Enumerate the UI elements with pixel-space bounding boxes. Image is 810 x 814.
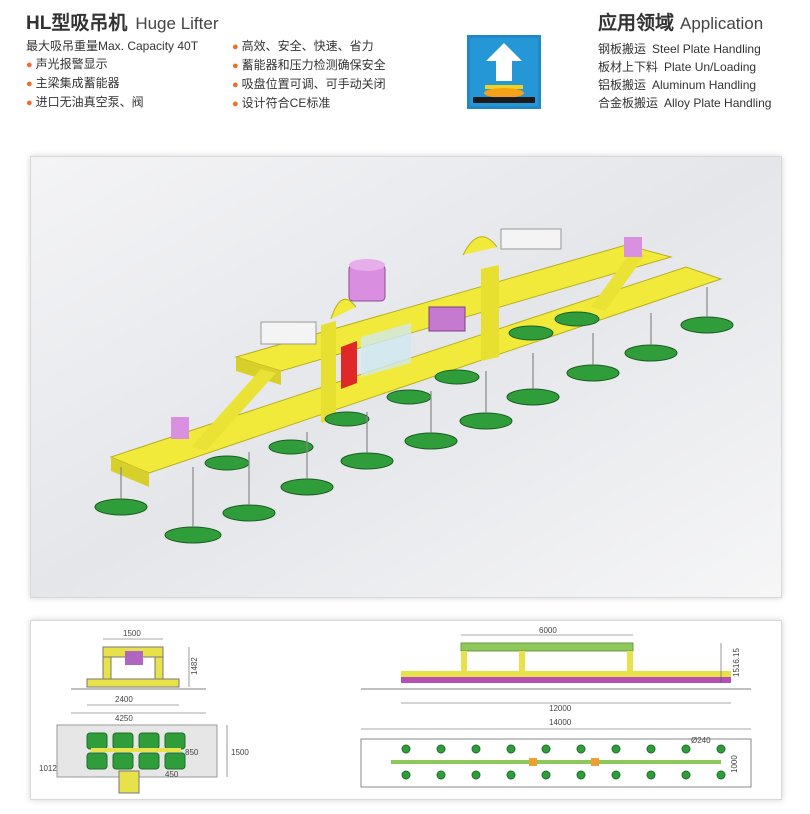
feature-item: ●蓄能器和压力检测确保安全 <box>232 58 386 72</box>
lifter-3d-illustration <box>31 157 781 597</box>
technical-drawing-panel: 1500 1482 2400 4250 1500 <box>30 620 782 800</box>
side-view-drawing: 1500 1482 2400 4250 <box>71 629 206 723</box>
dim-side-span: 2400 <box>115 695 133 704</box>
application-title: 应用领域 Application <box>598 8 763 35</box>
feature-item: ●进口无油真空泵、阀 <box>26 95 144 109</box>
application-title-cn: 应用领域 <box>598 13 675 34</box>
dim-plan-pitch: 450 <box>165 770 179 779</box>
feature-item: 最大吸吊重量Max. Capacity 40T <box>26 39 199 53</box>
dim-top-length: 14000 <box>549 718 572 727</box>
feature-item: ●声光报警显示 <box>26 57 108 71</box>
feature-item: ●吸盘位置可调、可手动关闭 <box>232 77 386 91</box>
product-title-en: Huge Lifter <box>135 14 219 33</box>
dim-top-cup-dia: Ø240 <box>691 736 711 745</box>
feature-item: ●设计符合CE标准 <box>232 96 331 110</box>
dim-plan-offset: 1012 <box>39 764 57 773</box>
dim-front-top-span: 6000 <box>539 626 557 635</box>
features-column-1: 最大吸吊重量Max. Capacity 40T ●声光报警显示 ●主梁集成蓄能器… <box>26 37 198 112</box>
bullet-icon: ● <box>232 60 239 72</box>
dim-top-width: 1000 <box>730 755 739 773</box>
dim-side-width-top: 1500 <box>123 629 141 638</box>
dim-side-height: 1482 <box>190 657 199 675</box>
feature-item: ●高效、安全、快速、省力 <box>232 39 374 53</box>
plan-view-drawing: 1500 850 1012 450 <box>39 724 249 794</box>
bullet-icon: ● <box>232 98 239 110</box>
dim-front-length: 12000 <box>549 704 572 713</box>
dimension-drawings: 1500 1482 2400 4250 1500 <box>31 621 781 799</box>
bullet-icon: ● <box>232 41 239 53</box>
features-column-2: ●高效、安全、快速、省力 ●蓄能器和压力检测确保安全 ●吸盘位置可调、可手动关闭… <box>232 37 386 113</box>
vacuum-lift-arrow-icon <box>467 35 541 109</box>
bullet-icon: ● <box>26 97 33 109</box>
bullet-icon: ● <box>26 59 33 71</box>
bullet-icon: ● <box>26 78 33 90</box>
lifter-3d-render-panel <box>30 156 782 598</box>
bullet-icon: ● <box>232 79 239 91</box>
product-title: HL型吸吊机 Huge Lifter <box>26 8 219 35</box>
product-title-cn: HL型吸吊机 <box>26 13 128 34</box>
application-title-en: Application <box>680 14 764 33</box>
dim-front-height: 1516.15 <box>732 648 741 677</box>
dim-plan-height-inner: 850 <box>185 748 199 757</box>
feature-item: ●主梁集成蓄能器 <box>26 76 120 90</box>
front-view-drawing: 6000 1516.15 12000 <box>361 626 751 713</box>
top-view-drawing: 14000 Ø240 1000 <box>360 718 752 788</box>
dim-plan-height-outer: 1500 <box>231 748 249 757</box>
dim-side-overall: 4250 <box>115 714 133 723</box>
